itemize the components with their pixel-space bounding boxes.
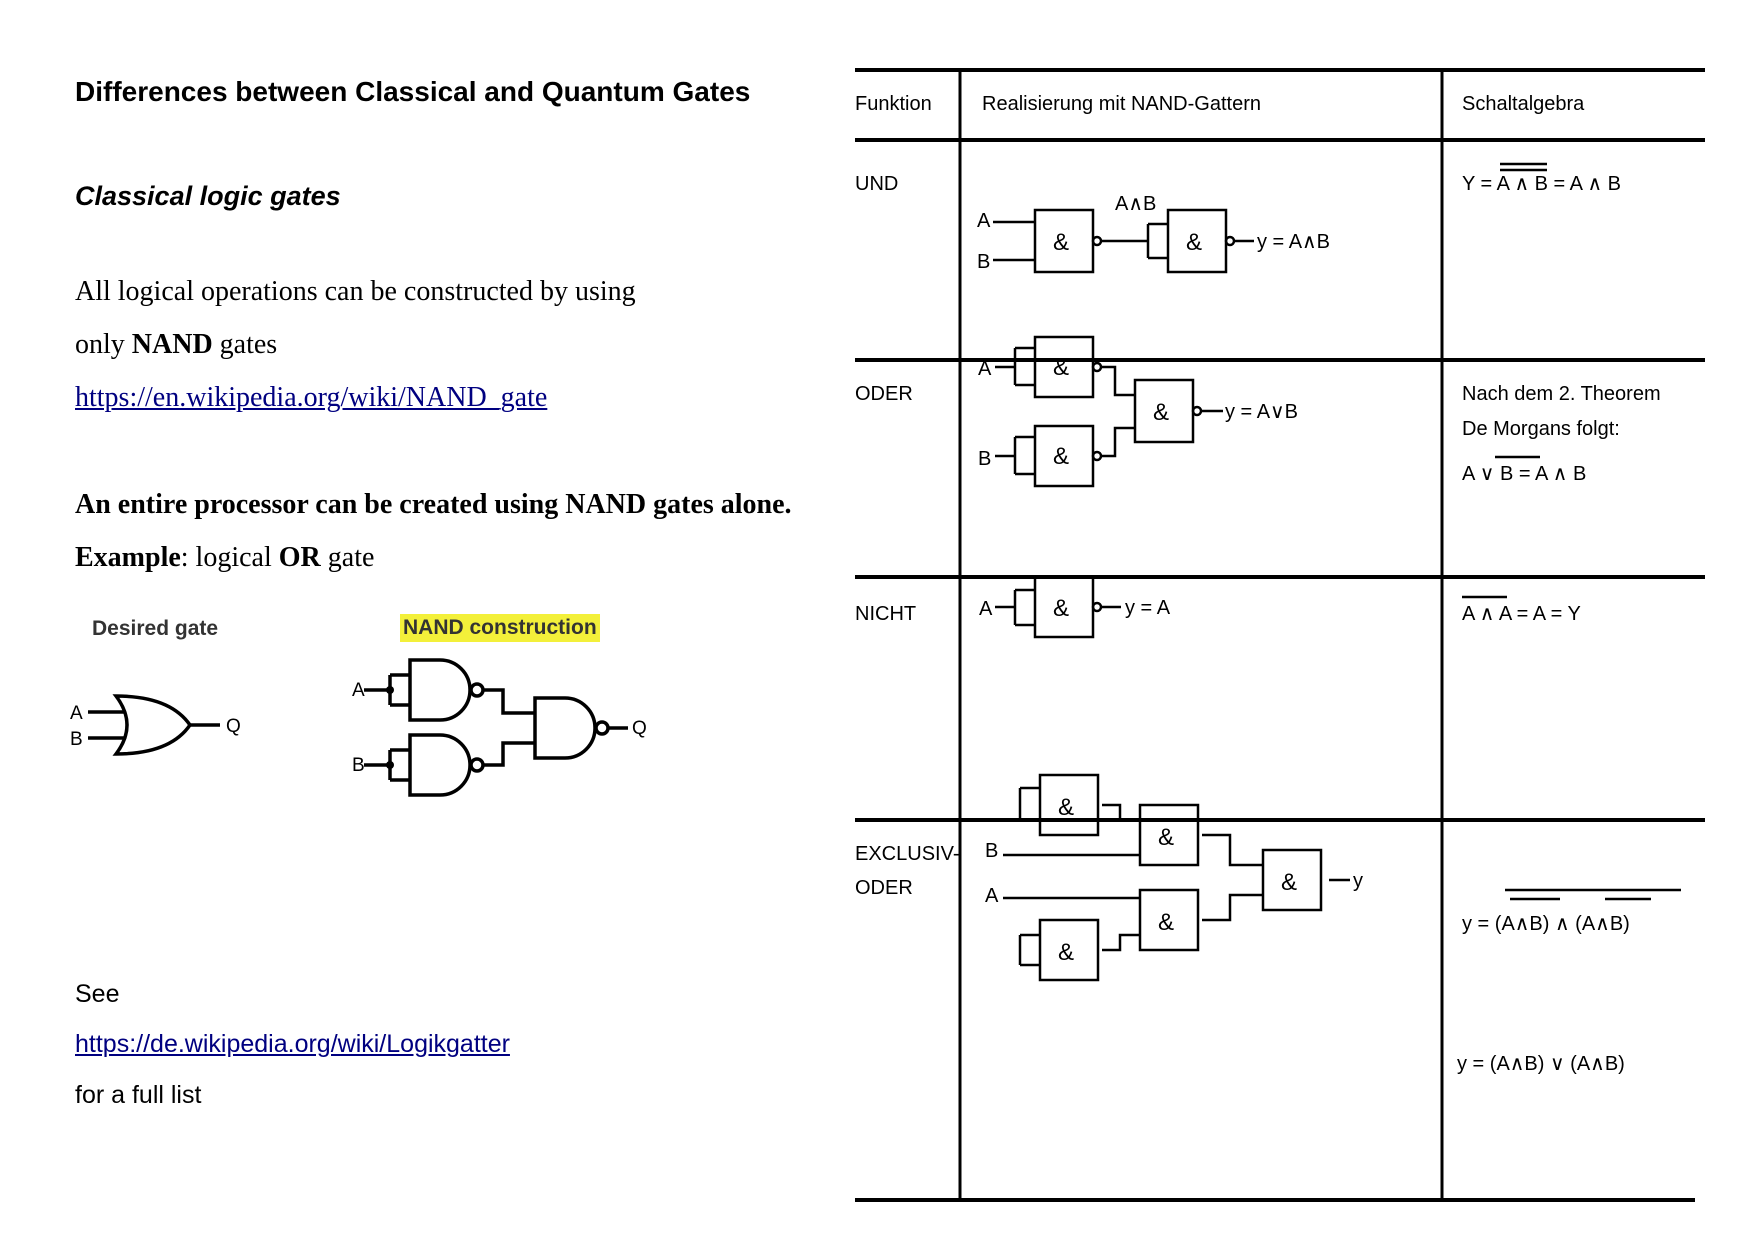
oder-algebra-3: A ∨ B = A ∧ B (1462, 463, 1586, 485)
table-header-realisierung: Realisierung mit NAND-Gattern (982, 93, 1261, 115)
intro-text-pre: only (75, 329, 132, 360)
nicht-algebra: A ∧ A = A = Y (1462, 603, 1581, 625)
oder-output: y = A∨B (1225, 401, 1298, 423)
und-input-a: A (977, 210, 991, 232)
see-suffix: for a full list (75, 1081, 202, 1109)
oder-gate-2-symbol: & (1053, 443, 1069, 470)
output-q-label: Q (226, 716, 241, 737)
example-suffix: gate (320, 542, 375, 573)
xor-algebra-2: y = (A∧B) ∨ (A∧B) (1457, 1053, 1625, 1075)
nand-construction-label: NAND construction (400, 614, 600, 642)
example-text: : logical (180, 542, 279, 573)
und-algebra: Y = A ∧ B = A ∧ B (1462, 173, 1621, 195)
intro-line-1: All logical operations can be constructe… (75, 276, 636, 307)
table-header-schaltalgebra: Schaltalgebra (1462, 93, 1585, 115)
nand-emphasis: NAND (131, 329, 213, 360)
und-gate-2-symbol: & (1186, 229, 1202, 256)
see-prefix: See (75, 980, 120, 1008)
xor-input-a: A (985, 885, 999, 907)
oder-gate-1-symbol: & (1053, 354, 1069, 381)
xor-gate-1-symbol: & (1058, 794, 1074, 821)
nand-gate-icon (483, 688, 628, 767)
oder-input-a: A (978, 358, 992, 380)
nand-input-b-label: B (352, 755, 365, 776)
xor-gate-2-symbol: & (1158, 824, 1174, 851)
und-circuit (993, 208, 1254, 274)
example-line: Example: logical OR gate (75, 542, 374, 574)
input-a-label: A (70, 703, 83, 724)
xor-gate-4-symbol: & (1058, 939, 1074, 966)
nand-wikipedia-link[interactable]: https://en.wikipedia.org/wiki/NAND_gate (75, 382, 548, 413)
nicht-circuit (995, 575, 1121, 639)
nicht-gate-symbol: & (1053, 595, 1069, 622)
oder-gate-3-symbol: & (1153, 399, 1169, 426)
row-xor-label-1: EXCLUSIV- (855, 843, 959, 865)
xor-input-b: B (985, 840, 998, 862)
or-emphasis: OR (278, 542, 321, 573)
row-nicht-label: NICHT (855, 603, 916, 625)
page-title: Differences between Classical and Quantu… (75, 76, 751, 107)
nand-input-a-label: A (352, 680, 365, 701)
oder-algebra-1: Nach dem 2. Theorem (1462, 383, 1661, 405)
nand-gate-icon (364, 658, 485, 722)
xor-circuit (1003, 773, 1350, 982)
example-label: Example (75, 542, 181, 573)
xor-output: y (1353, 870, 1363, 892)
intro-line-2: only NAND gates (75, 329, 277, 361)
nand-output-q-label: Q (632, 718, 647, 739)
table-header-funktion: Funktion (855, 93, 932, 115)
row-oder-label: ODER (855, 383, 913, 405)
input-b-label: B (70, 729, 83, 750)
row-xor-label-2: ODER (855, 877, 913, 899)
nicht-output: y = A (1125, 597, 1171, 619)
oder-input-b: B (978, 448, 991, 470)
section-subtitle: Classical logic gates (75, 181, 341, 211)
xor-algebra-1: y = (A∧B) ∧ (A∧B) (1462, 913, 1630, 935)
intro-text-post: gates (212, 329, 278, 360)
oder-algebra-2: De Morgans folgt: (1462, 418, 1620, 440)
or-gate-icon (88, 694, 220, 756)
xor-gate-5-symbol: & (1281, 869, 1297, 896)
und-gate-1-symbol: & (1053, 229, 1069, 256)
nicht-input-a: A (979, 598, 993, 620)
or-gate-diagram: A B Q A B Q (70, 658, 647, 797)
logikgatter-link[interactable]: https://de.wikipedia.org/wiki/Logikgatte… (75, 1030, 510, 1058)
nand-gate-icon (364, 733, 485, 797)
und-input-b: B (977, 251, 990, 273)
nand-table-figure: Funktion Realisierung mit NAND-Gattern S… (855, 68, 1705, 1202)
desired-gate-label: Desired gate (92, 617, 219, 640)
und-output: y = A∧B (1257, 231, 1330, 253)
und-mid-label: A∧B (1115, 193, 1156, 215)
processor-statement: An entire processor can be created using… (75, 489, 792, 520)
row-und-label: UND (855, 173, 898, 195)
oder-circuit (995, 335, 1223, 488)
xor-gate-3-symbol: & (1158, 909, 1174, 936)
